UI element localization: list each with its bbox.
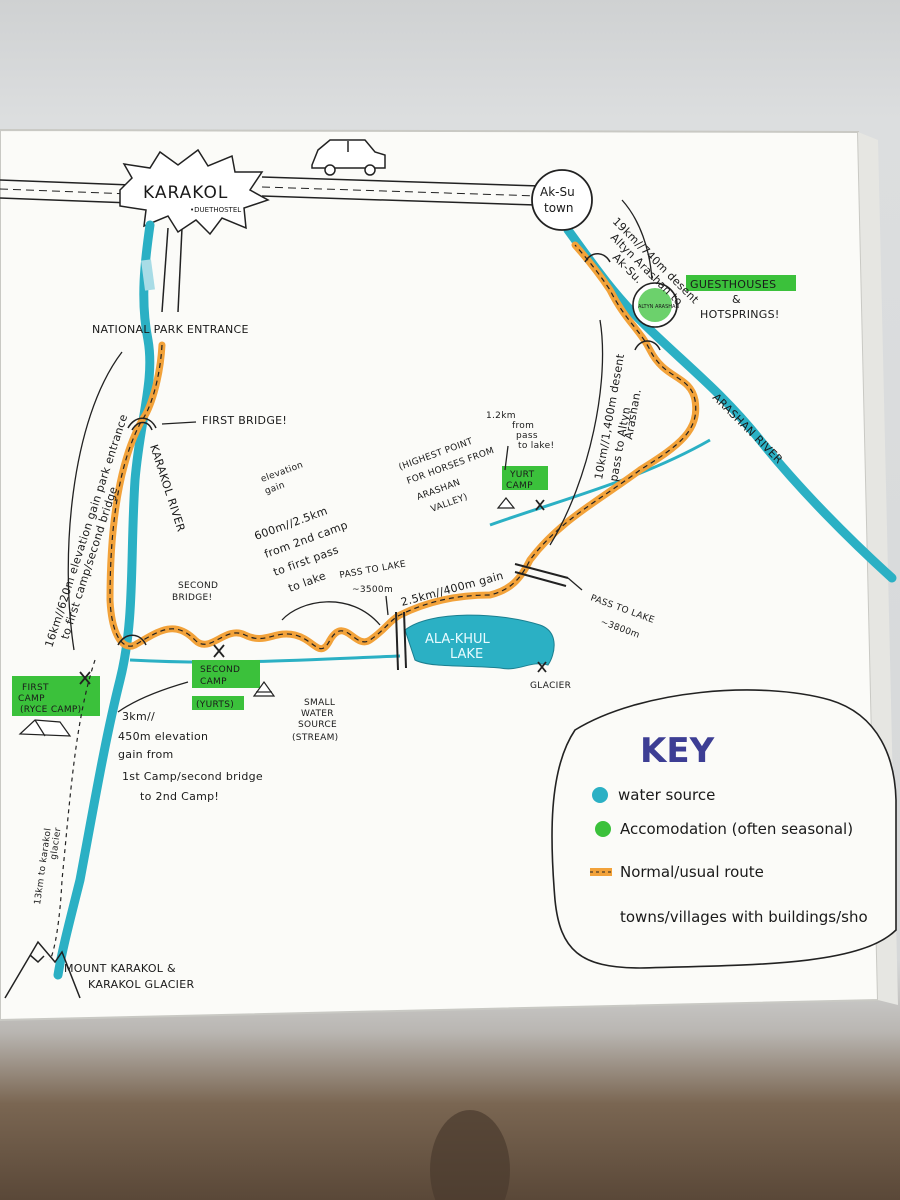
car-icon bbox=[311, 139, 386, 176]
note-13km-2: glacier bbox=[49, 827, 63, 861]
key-item-accommodation: Accomodation (often seasonal) bbox=[620, 820, 853, 838]
yurt-icon bbox=[252, 680, 276, 697]
altyn-label: ALTYN ARASHAN bbox=[638, 304, 679, 310]
yurt-camp-label-2: CAMP bbox=[506, 481, 533, 491]
yurt-camp-highlight bbox=[502, 466, 548, 490]
finger bbox=[430, 1110, 510, 1200]
guesthouses-label: GUESTHOUSES bbox=[690, 278, 776, 291]
second-bridge-label: SECOND bbox=[178, 581, 218, 591]
key-box bbox=[551, 689, 897, 969]
stream bbox=[129, 654, 401, 664]
key-title: KEY bbox=[640, 731, 715, 771]
glacier-trail bbox=[49, 659, 96, 961]
mount-label-2: KARAKOL GLACIER bbox=[88, 978, 194, 991]
yurt-camp-icon bbox=[496, 497, 516, 509]
pass-marker-3500 bbox=[395, 611, 407, 671]
pass-3500-label-2: ~3500m bbox=[352, 585, 393, 595]
note-1-2km-2: from bbox=[512, 421, 534, 431]
second-camp-label-3: (YURTS) bbox=[196, 700, 234, 710]
tent-icon bbox=[18, 719, 72, 737]
key-water-swatch bbox=[592, 787, 608, 803]
lake-label-2: LAKE bbox=[450, 647, 483, 662]
note-3km-2: 450m elevation bbox=[118, 730, 208, 743]
note-1-2km-4: to lake! bbox=[518, 441, 554, 451]
road bbox=[0, 176, 541, 313]
aksu-label: Ak-Su bbox=[540, 185, 575, 199]
first-camp-label: FIRST bbox=[22, 683, 49, 693]
first-camp-highlight bbox=[12, 676, 100, 716]
lake-label: ALA-KHUL bbox=[425, 632, 491, 647]
small-water-label-3: SOURCE bbox=[298, 720, 337, 730]
yurt-camp-label: YURT bbox=[509, 470, 535, 480]
small-water-label: SMALL bbox=[304, 698, 335, 708]
guesthouses-highlight bbox=[686, 275, 796, 291]
small-water-label-4: (STREAM) bbox=[292, 733, 339, 743]
arrow-annotations bbox=[67, 199, 653, 713]
pass-marker-3800 bbox=[514, 563, 569, 587]
first-bridge-label: FIRST BRIDGE! bbox=[202, 414, 287, 427]
national-park-label: NATIONAL PARK ENTRANCE bbox=[92, 323, 249, 336]
note-3km-4: 1st Camp/second bridge bbox=[122, 770, 263, 783]
key-item-towns: towns/villages with buildings/sho bbox=[620, 908, 868, 926]
note-3km-5: to 2nd Camp! bbox=[140, 790, 219, 803]
mountain-icon bbox=[4, 940, 81, 999]
karakol-sublabel: •DUETHOSTEL bbox=[190, 206, 241, 214]
note-3km-3: gain from bbox=[118, 748, 174, 761]
karakol-starburst-icon bbox=[119, 148, 270, 236]
note-1-2km-3: pass bbox=[516, 431, 538, 441]
key-item-water: water source bbox=[618, 786, 715, 804]
hotsprings-label: HOTSPRINGS! bbox=[700, 308, 780, 321]
key-item-route: Normal/usual route bbox=[620, 863, 764, 881]
mount-label: MOUNT KARAKOL & bbox=[64, 962, 176, 975]
second-bridge-label-2: BRIDGE! bbox=[172, 593, 212, 603]
river-highlight bbox=[141, 259, 155, 291]
aksu-town-circle bbox=[531, 169, 593, 231]
x-marker-icon bbox=[79, 499, 547, 685]
second-camp-highlight bbox=[192, 660, 260, 688]
aksu-label-2: town bbox=[544, 201, 573, 215]
hotsprings-amp: & bbox=[732, 293, 741, 306]
note-1-2km: 1.2km bbox=[486, 411, 516, 421]
karakol-label: KARAKOL bbox=[143, 183, 228, 203]
glacier-label: GLACIER bbox=[530, 681, 571, 691]
note-3km: 3km// bbox=[122, 710, 155, 723]
key-accommodation-swatch bbox=[595, 821, 611, 837]
ala-khul-lake bbox=[404, 614, 555, 670]
first-camp-label-2: CAMP bbox=[18, 694, 45, 704]
second-camp-label: SECOND bbox=[200, 665, 240, 675]
second-camp-label-2: CAMP bbox=[200, 677, 227, 687]
karakol-river bbox=[53, 220, 155, 980]
bridge-icon bbox=[117, 253, 661, 646]
usual-route bbox=[106, 241, 700, 653]
yurt-stream bbox=[489, 438, 711, 527]
first-camp-label-3: (RYCE CAMP) bbox=[20, 705, 81, 715]
second-camp-highlight-2 bbox=[192, 696, 244, 710]
small-water-label-2: WATER bbox=[301, 709, 334, 719]
